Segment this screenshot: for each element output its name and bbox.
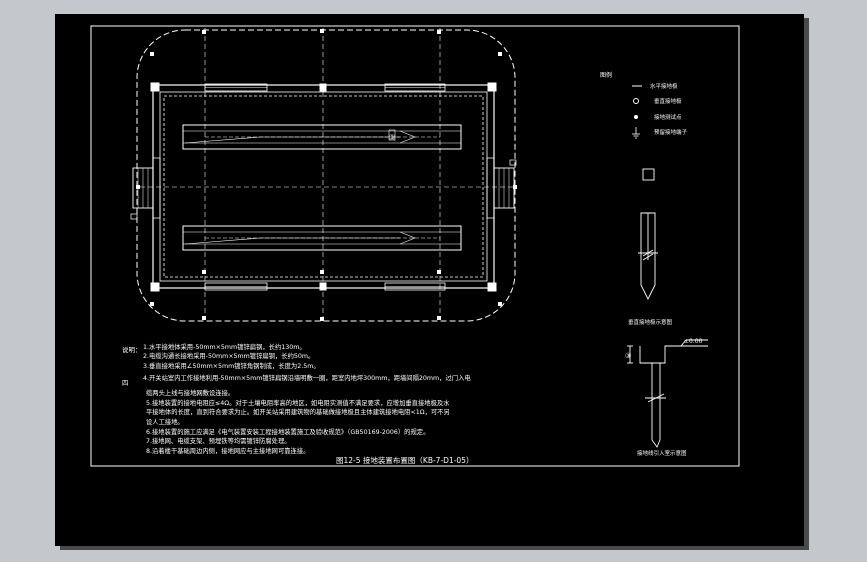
note-line-4b: 缆两头上线与接地网敷设连接。 [146, 388, 234, 397]
building-inner-wall [159, 91, 488, 282]
elevation-label: ±0.00 [684, 338, 703, 345]
drawing-sheet [55, 14, 804, 546]
grounding-loop [136, 29, 516, 322]
column [487, 282, 497, 292]
column [150, 282, 160, 292]
cable-trench-upper [182, 124, 462, 150]
note-line-1: 1.水平接地体采用-50mm×5mm镀锌扁钢，长约130m。 [143, 342, 306, 351]
legend-box-icon [642, 168, 655, 181]
legend-item-vertical-electrode: 垂直接地极 [654, 97, 682, 105]
outer-frame [90, 25, 740, 467]
vertical-electrode-detail [638, 212, 658, 301]
entry-detail-caption: 接地线引入室示意图 [637, 449, 687, 457]
legend-item-ground-terminal: 预留接地端子 [654, 128, 688, 136]
note-line-4: 4.开关站室内工作接地利用-50mm×5mm镀锌扁钢沿墙明敷一圈，距室内地坪30… [143, 373, 471, 382]
note-line-6: 6.接地装置的施工应满足《电气装置安装工程接地装置施工及验收规范》（GB5016… [146, 427, 429, 436]
grounding-plan [130, 28, 517, 322]
notes-side-mark: 四 [122, 379, 128, 387]
note-line-5c: 设人工接地。 [146, 417, 184, 426]
legend: 图例 水平接地极 垂直接地极 接地测试点 预留接地端子 [600, 71, 688, 181]
note-line-5b: 平接地体的长度，直到符合要求为止。如开关站采用建筑物的基础做接地极且主体建筑接地… [146, 407, 450, 416]
notes: 说明： 1.水平接地体采用-50mm×5mm镀锌扁钢，长约130m。 2.电缆沟… [122, 342, 471, 455]
notes-label: 说明： [122, 345, 142, 354]
entry-detail [627, 339, 708, 448]
legend-item-horizontal-conductor: 水平接地极 [650, 82, 678, 90]
test-point-icon [634, 115, 638, 119]
entry-detail-dimension: ③ [625, 352, 631, 360]
note-line-2: 2.电缆沟通长接地采用-50mm×5mm镀锌扁钢，长约50m。 [143, 351, 314, 360]
vertical-electrode-icon [633, 98, 639, 104]
legend-header: 图例 [600, 71, 612, 79]
column [150, 82, 160, 92]
vertical-electrode-caption: 垂直接地极示意图 [628, 318, 673, 326]
building-outer-wall [152, 84, 495, 289]
column [487, 82, 497, 92]
note-line-8: 8.沿着楼干基础周边内侧，接地网应与主接地网可靠连接。 [146, 446, 309, 455]
note-line-3: 3.垂直接地采用∠50mm×5mm镀锌角钢制成，长度为2.5m。 [143, 361, 320, 370]
drawing-title: 图12-5 接地装置布置图（KB-7-D1-05） [336, 455, 473, 465]
cable-trench-lower [182, 225, 462, 251]
note-line-7: 7.接地网、电缆支架、预埋铁等均需镀锌防腐处理。 [146, 436, 291, 445]
plan-marker: ③ [388, 133, 395, 142]
legend-item-test-point: 接地测试点 [654, 113, 682, 121]
note-line-5: 5.接地装置的接地电阻应≤4Ω。对于土壤电阻率高的地区，如电阻实测值不满足要求，… [146, 398, 450, 407]
ground-terminal-icon [632, 127, 640, 139]
